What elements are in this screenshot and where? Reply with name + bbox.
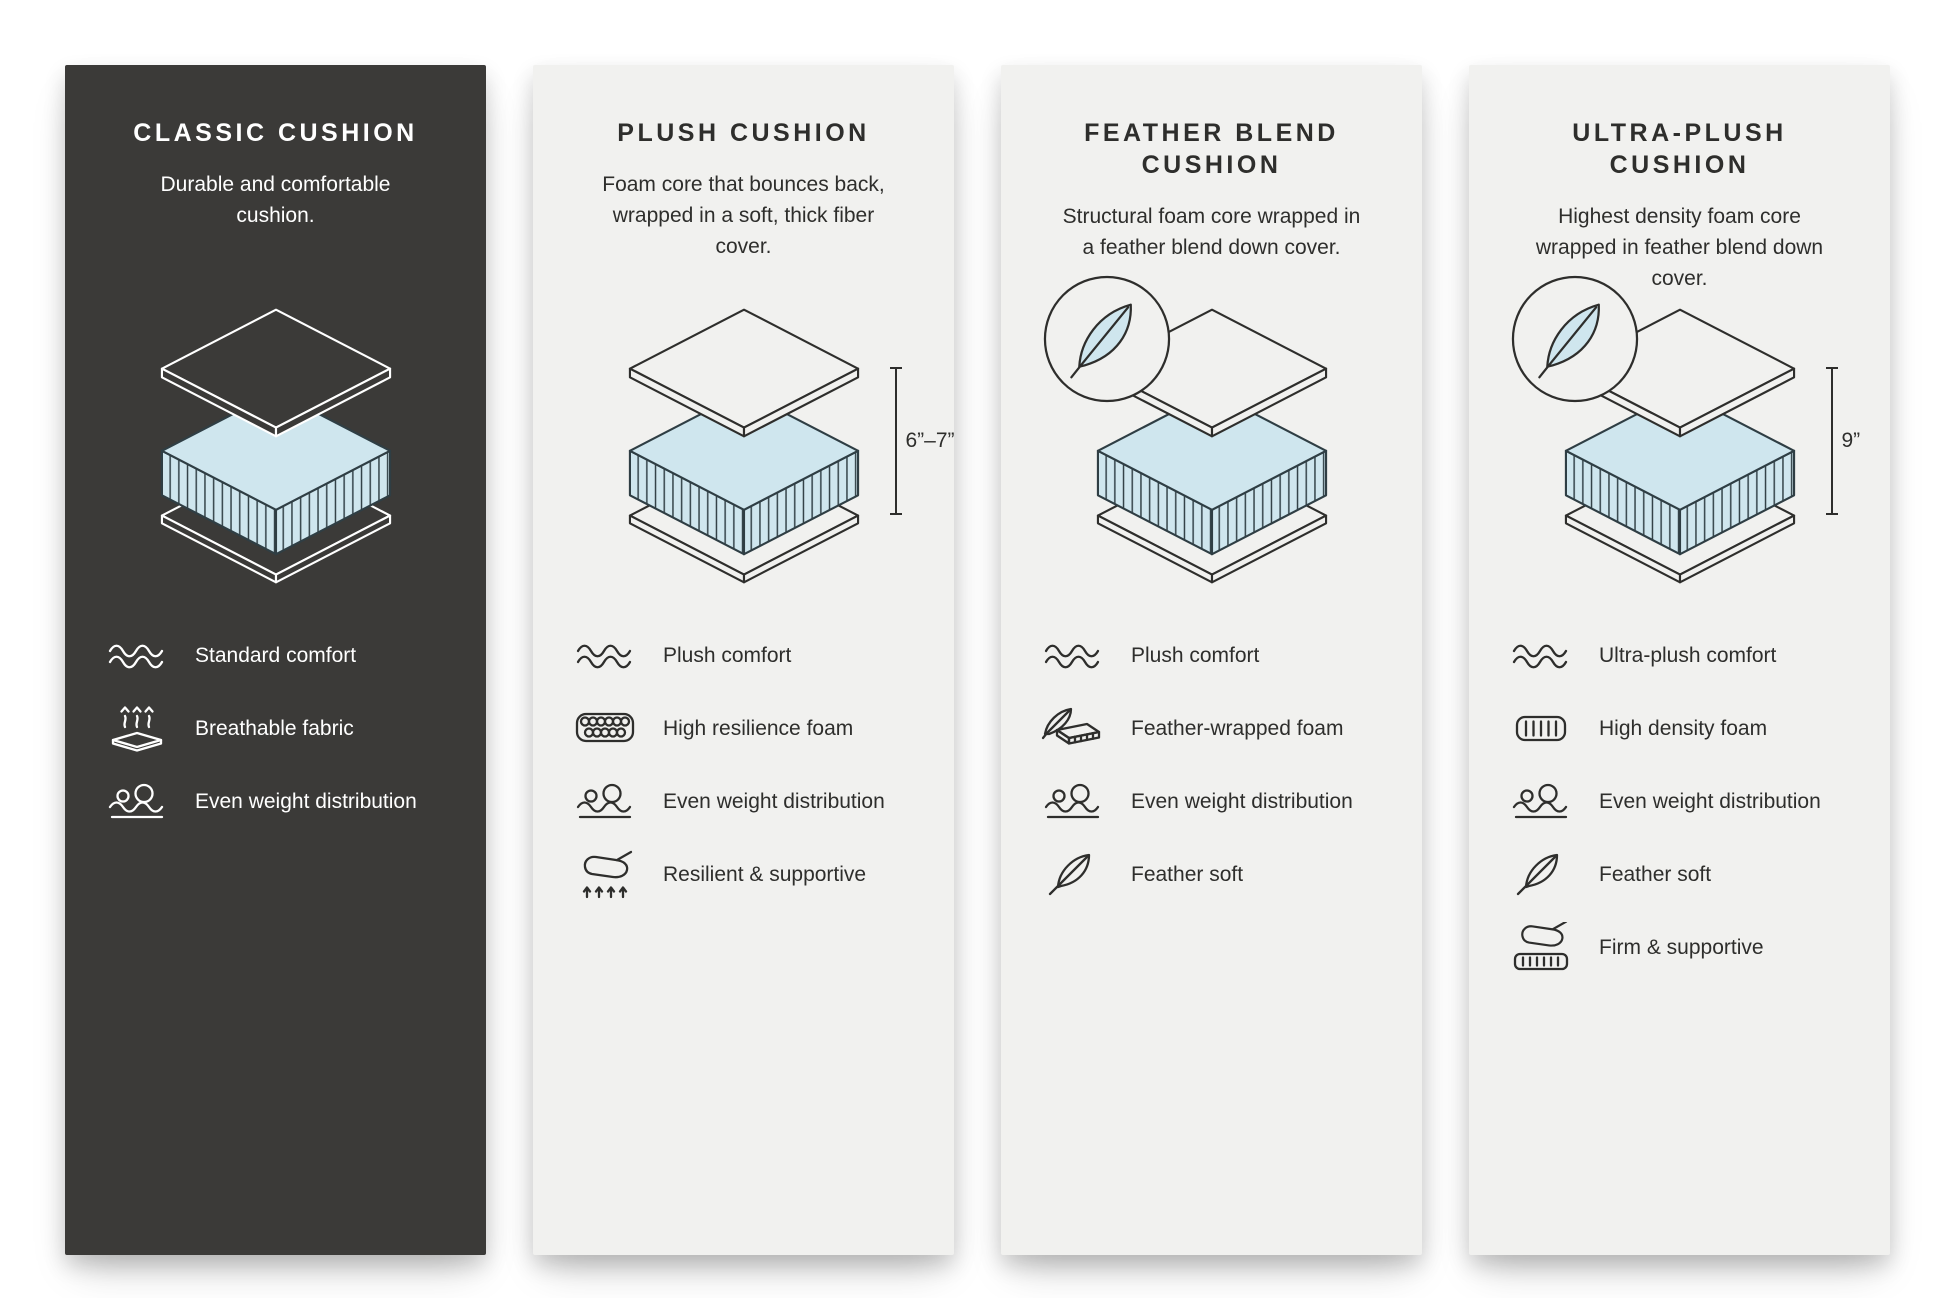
- feature-label: Feather soft: [1131, 863, 1244, 886]
- cushion-diagram: [1067, 295, 1357, 595]
- feature-label: Even weight distribution: [663, 790, 885, 813]
- feature-row: Standard comfort: [105, 629, 446, 683]
- feature-row: Plush comfort: [1041, 629, 1382, 683]
- feather-icon: [1041, 849, 1105, 901]
- feature-row: Even weight distribution: [1041, 775, 1382, 829]
- feature-label: Feather soft: [1599, 863, 1712, 886]
- weight-distribution-icon: [1509, 776, 1573, 828]
- cushion-diagram: 9”: [1535, 295, 1860, 595]
- diagram-area: [105, 295, 446, 613]
- weight-distribution-icon: [105, 776, 169, 828]
- feature-row: Even weight distribution: [1509, 775, 1850, 829]
- resilient-supportive-icon: [573, 849, 637, 901]
- feature-row: High resilience foam: [573, 702, 914, 756]
- feature-row: Feather soft: [1509, 848, 1850, 902]
- panel-header: FEATHER BLEND CUSHION Structural foam co…: [1041, 117, 1382, 295]
- panel-header: CLASSIC CUSHION Durable and comfortable …: [105, 117, 446, 295]
- feature-row: Even weight distribution: [105, 775, 446, 829]
- panel-description: Foam core that bounces back, wrapped in …: [602, 173, 885, 258]
- panel-header: ULTRA-PLUSH CUSHION Highest density foam…: [1509, 117, 1850, 295]
- feature-label: Firm & supportive: [1599, 936, 1764, 959]
- feature-label: Feather-wrapped foam: [1131, 717, 1344, 740]
- feature-label: Resilient & supportive: [663, 863, 867, 886]
- feature-label: Plush comfort: [663, 644, 792, 667]
- diagram-area: 6”–7”: [573, 295, 955, 613]
- measurement-label: 9”: [1841, 429, 1861, 452]
- panel-description: Structural foam core wrapped in a feathe…: [1062, 205, 1361, 259]
- feature-label: High resilience foam: [663, 717, 854, 740]
- plush-cushion-panel: PLUSH CUSHION Foam core that bounces bac…: [533, 65, 955, 1255]
- feature-row: Plush comfort: [573, 629, 914, 683]
- feature-list: Plush comfort High resilience foam Even …: [573, 629, 914, 902]
- feather-badge-icon: [1041, 273, 1173, 405]
- cushion-layers-illustration: [599, 295, 889, 595]
- feather-blend-cushion-panel: FEATHER BLEND CUSHION Structural foam co…: [1001, 65, 1422, 1255]
- panel-description: Highest density foam core wrapped in fea…: [1535, 205, 1824, 290]
- ultra-plush-cushion-panel: ULTRA-PLUSH CUSHION Highest density foam…: [1469, 65, 1890, 1255]
- feature-label: Even weight distribution: [1131, 790, 1353, 813]
- feature-row: Even weight distribution: [573, 775, 914, 829]
- feature-row: Feather-wrapped foam: [1041, 702, 1382, 756]
- waves-icon: [105, 630, 169, 682]
- panel-description: Durable and comfortable cushion.: [160, 173, 391, 227]
- feature-list: Standard comfort Breathable fabric Even …: [105, 629, 446, 829]
- waves-icon: [1509, 630, 1573, 682]
- panel-title: ULTRA-PLUSH CUSHION: [1572, 119, 1787, 179]
- feature-label: Ultra-plush comfort: [1599, 644, 1777, 667]
- resilience-foam-icon: [573, 703, 637, 755]
- feather-wrapped-foam-icon: [1041, 703, 1105, 755]
- feature-row: Firm & supportive: [1509, 921, 1850, 975]
- feature-label: High density foam: [1599, 717, 1768, 740]
- measurement-line: [889, 367, 902, 515]
- panel-header: PLUSH CUSHION Foam core that bounces bac…: [573, 117, 914, 295]
- cushion-comparison-infographic: CLASSIC CUSHION Durable and comfortable …: [65, 65, 1890, 1255]
- feature-row: Ultra-plush comfort: [1509, 629, 1850, 683]
- feature-list: Ultra-plush comfort High density foam Ev…: [1509, 629, 1850, 975]
- firm-supportive-icon: [1509, 922, 1573, 974]
- feature-row: Feather soft: [1041, 848, 1382, 902]
- weight-distribution-icon: [1041, 776, 1105, 828]
- height-measurement: 6”–7”: [889, 367, 955, 515]
- feature-row: Breathable fabric: [105, 702, 446, 756]
- feather-icon: [1509, 849, 1573, 901]
- feature-list: Plush comfort Feather-wrapped foam Even …: [1041, 629, 1382, 902]
- diagram-area: 9”: [1509, 295, 1860, 613]
- feather-badge-icon: [1509, 273, 1641, 405]
- density-foam-icon: [1509, 703, 1573, 755]
- panel-title: CLASSIC CUSHION: [133, 119, 418, 147]
- height-measurement: 9”: [1825, 367, 1861, 515]
- feature-label: Standard comfort: [195, 644, 357, 667]
- panel-title: PLUSH CUSHION: [617, 119, 870, 147]
- breathable-icon: [105, 703, 169, 755]
- measurement-line: [1825, 367, 1838, 515]
- waves-icon: [573, 630, 637, 682]
- weight-distribution-icon: [573, 776, 637, 828]
- feature-label: Breathable fabric: [195, 717, 354, 740]
- classic-cushion-panel: CLASSIC CUSHION Durable and comfortable …: [65, 65, 486, 1255]
- measurement-label: 6”–7”: [905, 429, 955, 452]
- feature-label: Plush comfort: [1131, 644, 1260, 667]
- diagram-area: [1041, 295, 1382, 613]
- feature-label: Even weight distribution: [195, 790, 417, 813]
- panel-title: FEATHER BLEND CUSHION: [1084, 119, 1339, 179]
- cushion-layers-illustration: [131, 295, 421, 595]
- feature-label: Even weight distribution: [1599, 790, 1821, 813]
- cushion-diagram: [131, 295, 421, 595]
- waves-icon: [1041, 630, 1105, 682]
- feature-row: Resilient & supportive: [573, 848, 914, 902]
- cushion-diagram: 6”–7”: [599, 295, 955, 595]
- feature-row: High density foam: [1509, 702, 1850, 756]
